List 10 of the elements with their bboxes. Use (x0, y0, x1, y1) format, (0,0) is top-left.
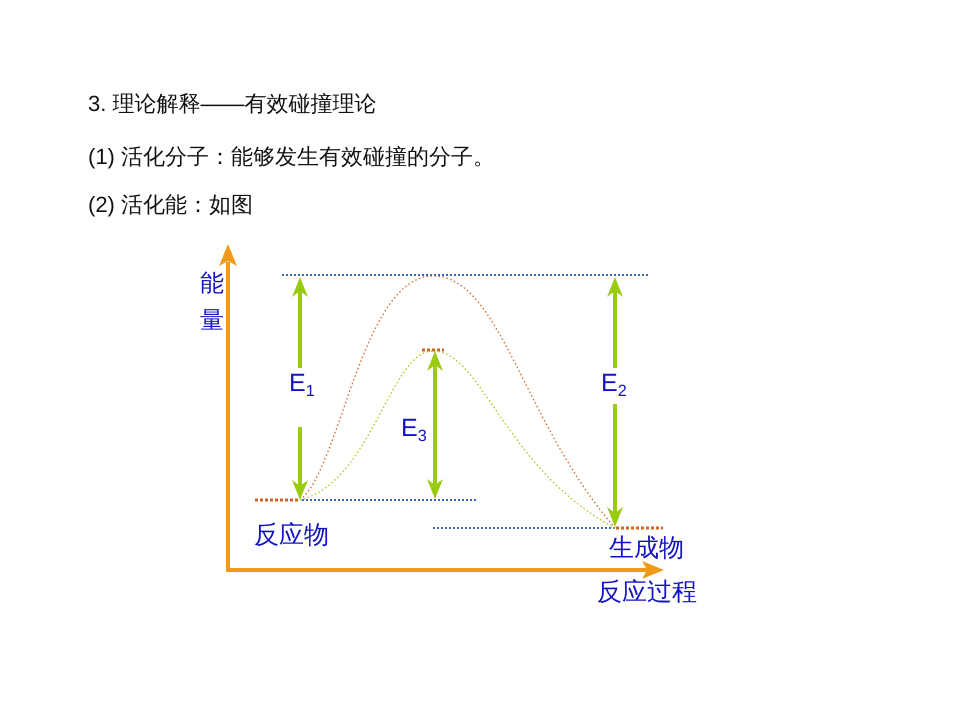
heading: 3. 理论解释——有效碰撞理论 (88, 91, 376, 118)
axis-label: 反应过程 (597, 577, 697, 607)
level-label: 反应物 (254, 520, 329, 550)
energy-label: E$_{3}$ (401, 413, 427, 446)
level-label: 生成物 (609, 533, 684, 563)
energy-label: E$_{2}$ (601, 368, 627, 402)
definition-text: (1) 活化分子：能够发生有效碰撞的分子。 (88, 144, 495, 170)
energy-label: E$_{1}$ (289, 368, 315, 402)
definition-text: (2) 活化能：如图 (88, 192, 253, 218)
axis-label: 能量 (200, 269, 225, 336)
